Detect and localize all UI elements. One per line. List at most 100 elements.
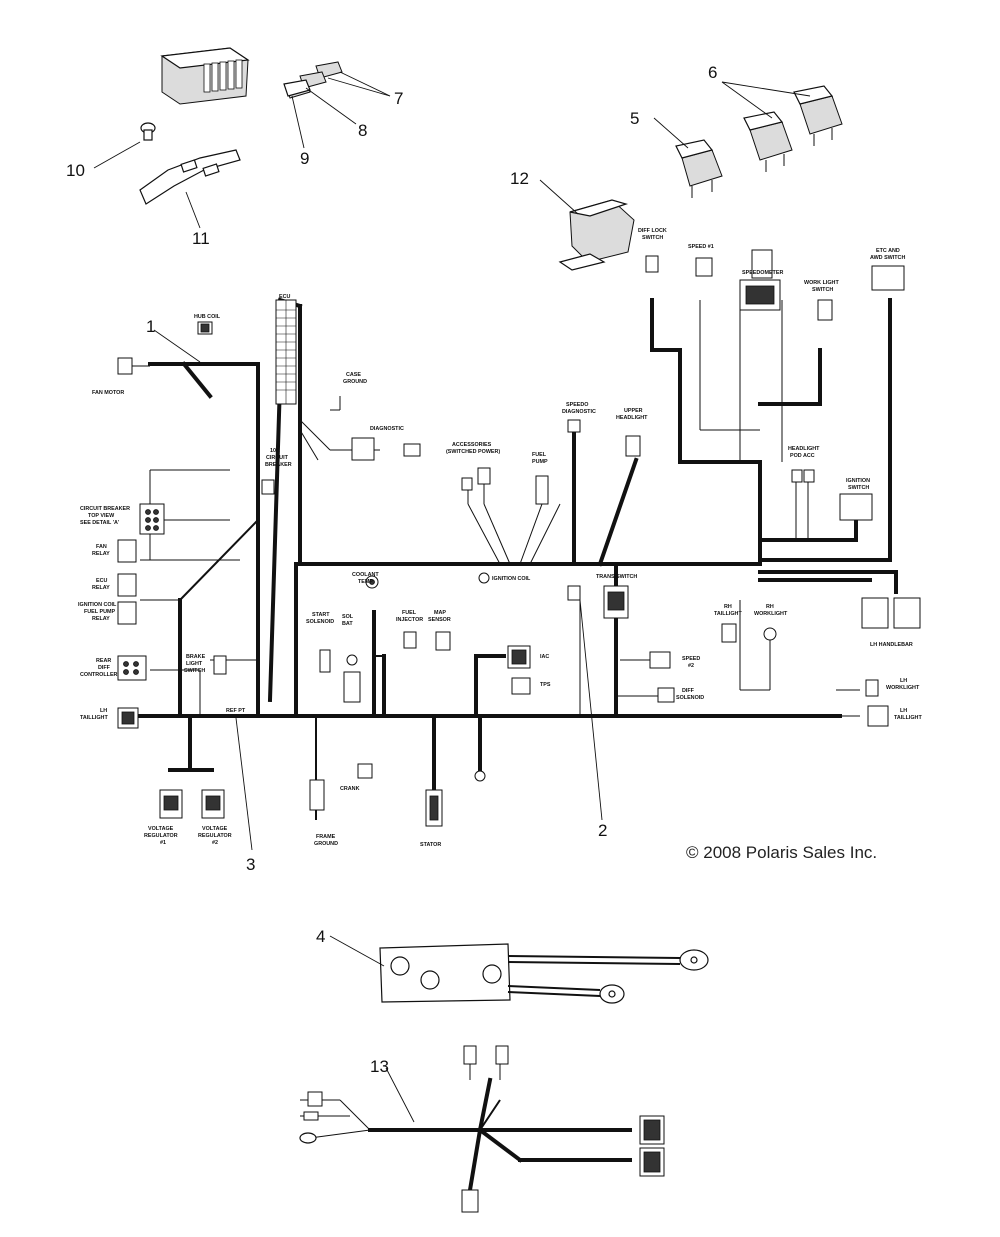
label-ign-relay-3: RELAY [92,616,110,622]
label-map-2: SENSOR [428,617,451,623]
label-diff-sol-1: DIFF [682,688,695,694]
callout-2: 2 [598,821,607,840]
connector-icon [645,255,659,273]
label-diff-sol-2: SOLENOID [676,695,704,701]
connector-icon [478,572,490,584]
label-ignition-coil: IGNITION COIL [492,576,531,582]
connector-icon [865,679,879,697]
label-ignition-switch-2: SWITCH [848,485,869,491]
connector-icon [657,687,675,703]
connector-icon [535,475,549,505]
label-fuel-inj-1: FUEL [402,610,417,616]
ground-symbol-icon [309,779,325,811]
label-frame-2: GROUND [314,841,338,847]
label-work-light-1: WORK LIGHT [804,280,839,286]
relay-icon [743,111,793,172]
label-fan-relay-1: FAN [96,544,107,550]
label-vr1-1: VOLTAGE [148,826,174,832]
copyright-text: © 2008 Polaris Sales Inc. [686,843,877,862]
callout-numbers: 1 2 3 4 5 6 7 8 9 10 11 12 13 [66,63,717,1076]
callout-1: 1 [146,317,155,336]
label-fuel-inj-2: INJECTOR [396,617,423,623]
connector-icon [511,677,531,695]
component-labels: ECU HUB COIL FAN MOTOR 10A CIRCUIT BREAK… [78,228,922,848]
label-ecu-relay-2: RELAY [92,585,110,591]
callout-13: 13 [370,1057,389,1076]
connector-icon [213,655,227,675]
label-vr2-3: #2 [212,840,218,846]
label-start-1: START [312,612,330,618]
label-frame-1: FRAME [316,834,336,840]
connector-icon [346,654,358,666]
callout-8: 8 [358,121,367,140]
connector-icon [721,623,737,643]
label-cb-breaker: BREAKER [265,462,292,468]
label-bat: BAT [342,621,353,627]
label-ground: GROUND [343,379,367,385]
label-headlight-pod-2: POD ACC [790,453,815,459]
label-start-2: SOLENOID [306,619,334,625]
connector-icon [839,493,873,521]
label-case: CASE [346,372,361,378]
relay-icon [793,85,843,146]
label-lh-worklight-1: LH [900,678,907,684]
label-cb-top-3: SEE DETAIL 'A' [80,520,119,526]
label-etc-1: ETC AND [876,248,900,254]
leader-lines [93,71,811,1123]
label-ecu: ECU [279,294,290,300]
connector-icon [871,265,905,291]
callout-7: 7 [394,89,403,108]
label-ref-pt: REF PT [226,708,246,714]
connector-icon [567,585,581,601]
label-brake-3: SWITCH [184,668,205,674]
label-crank: CRANK [340,786,360,792]
callout-6: 6 [708,63,717,82]
label-headlight-pod-1: HEADLIGHT [788,446,820,452]
bracket-icon [139,149,241,205]
label-brake-1: BRAKE [186,654,206,660]
label-cb-top-2: TOP VIEW [88,513,115,519]
connector-icon [319,649,331,673]
label-rear-diff-2: DIFF [98,665,111,671]
label-fuel-pump-2: PUMP [532,459,548,465]
connector-icon [763,627,777,641]
label-map-1: MAP [434,610,446,616]
label-tps: TPS [540,682,551,688]
label-vr1-2: REGULATOR [144,833,178,839]
relay-icon [117,573,137,597]
connector-icon [649,651,671,669]
connector-icon [461,477,473,491]
connector-icon [307,1091,323,1107]
label-cb-circuit: CIRCUIT [266,455,289,461]
label-cb-10a: 10A [270,448,280,454]
connector-icon [791,469,803,483]
label-lh-taillight-1: LH [100,708,107,714]
label-diff-lock-2: SWITCH [642,235,663,241]
label-speed2-2: #2 [688,663,694,669]
label-upper-headlight-2: HEADLIGHT [616,415,648,421]
connector-icon [463,1045,477,1065]
label-speedo-diag-2: DIAGNOSTIC [562,409,596,415]
main-harness [130,297,898,820]
label-work-light-2: SWITCH [812,287,833,293]
label-lh-handlebar: LH HANDLEBAR [870,642,913,648]
label-ign-relay-2: FUEL PUMP [84,609,115,615]
callout-11: 11 [192,229,210,248]
connector-icon [625,435,641,457]
connector-icon [139,503,165,535]
label-rh-taillight-1: RH [724,604,732,610]
connector-icon [435,631,451,651]
label-rear-diff-3: CONTROLLER [80,672,118,678]
label-accessories-2: (SWITCHED POWER) [446,449,500,455]
fuse-block-icon [160,47,250,105]
label-brake-2: LIGHT [186,661,203,667]
label-vr2-2: REGULATOR [198,833,232,839]
label-accessories-1: ACCESSORIES [452,442,492,448]
label-rh-taillight-2: TAILLIGHT [714,611,742,617]
label-fan-relay-2: RELAY [92,551,110,557]
relay-icon [558,199,635,271]
label-fuel-pump-1: FUEL [532,452,547,458]
label-vr1-3: #1 [160,840,166,846]
callout-12: 12 [510,169,529,188]
